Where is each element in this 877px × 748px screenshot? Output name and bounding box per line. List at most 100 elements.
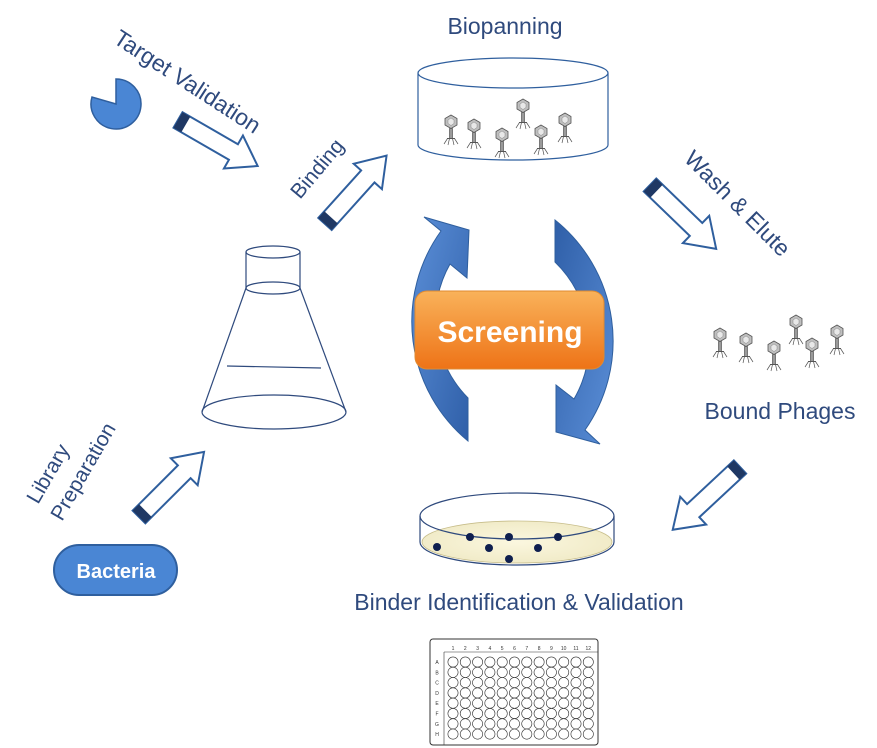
- colony-dot: [505, 533, 513, 541]
- plate-well: [582, 666, 594, 678]
- phage-icon: [788, 314, 804, 346]
- plate-well: [484, 718, 496, 730]
- plate-column-label: 10: [561, 646, 567, 652]
- plate-well: [546, 666, 557, 678]
- plate-well: [509, 687, 520, 699]
- plate-well: [496, 718, 508, 730]
- plate-well: [521, 687, 533, 699]
- flask: [201, 245, 347, 430]
- plate-well: [558, 718, 570, 730]
- plate-well: [459, 708, 471, 719]
- phage-icon: [738, 332, 754, 364]
- plate-well: [447, 687, 459, 699]
- plate-well: [472, 677, 483, 688]
- plate-column-label: 5: [501, 646, 504, 652]
- plate-well: [509, 697, 520, 709]
- plate-well: [484, 666, 496, 678]
- plate-well: [509, 718, 520, 730]
- plate-column-label: 12: [586, 646, 592, 652]
- plate-well: [459, 687, 471, 699]
- plate-column-label: 8: [538, 646, 541, 652]
- plate-column-label: 1: [452, 646, 455, 652]
- petri-dish: [419, 492, 615, 566]
- plate-well: [447, 666, 459, 678]
- plate-well: [509, 677, 520, 688]
- plate-well: [558, 728, 570, 740]
- plate-well: [447, 677, 459, 688]
- plate-well: [546, 687, 557, 699]
- plate-well: [570, 687, 582, 699]
- plate-well: [582, 718, 594, 730]
- plate-row-label: H: [435, 732, 439, 738]
- plate-well: [558, 666, 570, 678]
- bacteria-badge: Bacteria: [53, 544, 178, 596]
- colony-dot: [433, 543, 441, 551]
- plate-well: [472, 708, 483, 719]
- plate-well: [533, 666, 545, 678]
- plate-well: [472, 687, 483, 699]
- plate-well: [533, 708, 545, 719]
- plate-well: [558, 677, 570, 688]
- plate-well: [533, 728, 545, 740]
- plate-well: [521, 697, 533, 709]
- plate-well: [484, 687, 496, 699]
- plate-well: [533, 718, 545, 730]
- plate-well: [484, 656, 496, 668]
- target-pie-icon: [90, 78, 142, 130]
- plate-row-label: F: [435, 712, 438, 718]
- screening-box: [414, 290, 605, 370]
- plate-well: [496, 666, 508, 678]
- plate-well: [509, 728, 520, 740]
- plate-well: [459, 666, 471, 678]
- plate-well: [496, 708, 508, 719]
- plate-well: [472, 697, 483, 709]
- plate-well: [521, 708, 533, 719]
- plate-column-label: 7: [525, 646, 528, 652]
- plate-well: [496, 687, 508, 699]
- plate-well: [570, 677, 582, 688]
- phage-icon: [712, 327, 728, 359]
- colony-dot: [554, 533, 562, 541]
- plate-well: [496, 697, 508, 709]
- plate-well: [558, 687, 570, 699]
- plate-row-label: C: [435, 681, 439, 687]
- plate-row-label: B: [435, 670, 439, 676]
- plate-well: [570, 718, 582, 730]
- plate-column-label: 6: [513, 646, 516, 652]
- plate-well: [472, 666, 483, 678]
- plate-well: [521, 728, 533, 740]
- plate-well: [509, 656, 520, 668]
- phage-icon: [804, 337, 820, 369]
- library-preparation-arrow: [124, 437, 219, 532]
- bound-phages-label: Bound Phages: [705, 398, 856, 424]
- plate-row-label: G: [435, 722, 439, 728]
- plate-well: [570, 697, 582, 709]
- plate-well: [582, 656, 594, 668]
- colony-dot: [485, 544, 493, 552]
- plate-well: [533, 687, 545, 699]
- colony-dot: [534, 544, 542, 552]
- plate-well: [521, 677, 533, 688]
- plate-well: [582, 677, 594, 688]
- plate-well: [447, 728, 459, 740]
- phage-icon: [829, 324, 845, 356]
- plate-well: [546, 697, 557, 709]
- plate-well: [533, 656, 545, 668]
- plate-well: [570, 728, 582, 740]
- plate-column-label: 4: [489, 646, 492, 652]
- plate-column-label: 3: [476, 646, 479, 652]
- plate-well: [521, 666, 533, 678]
- plate-well: [570, 656, 582, 668]
- bound-phages-group: [712, 314, 845, 372]
- plate-well: [496, 677, 508, 688]
- plate-well: [484, 708, 496, 719]
- plate-well: [459, 718, 471, 730]
- binder-identification-label: Binder Identification & Validation: [354, 589, 683, 615]
- plate-well: [533, 697, 545, 709]
- plate-well: [509, 666, 520, 678]
- biopanning-label: Biopanning: [447, 13, 562, 39]
- plate-well: [582, 697, 594, 709]
- plate-well: [472, 728, 483, 740]
- plate-row-label: D: [435, 691, 439, 697]
- plate-well: [496, 656, 508, 668]
